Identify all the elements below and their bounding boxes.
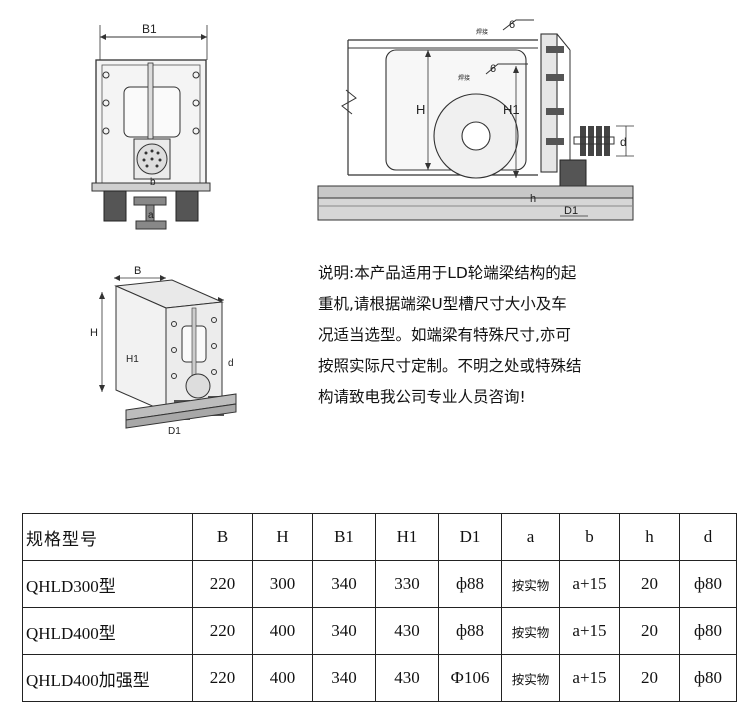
description-line: 按照实际尺寸定制。不明之处或特殊结: [318, 357, 582, 375]
cell-small-b: a+15: [559, 654, 620, 702]
side-d1-label: D1: [564, 205, 578, 217]
cell-h: 400: [252, 607, 313, 655]
table-row: QHLD400型 220 400 340 430 ф88 按实物 a+15 20…: [22, 607, 737, 655]
cell-d: ф80: [679, 560, 737, 608]
header-small-h: h: [619, 513, 680, 561]
cell-b: 220: [192, 560, 253, 608]
cell-a: 按实物: [501, 607, 560, 655]
side-view-drawing: H H1 6 焊接 6 焊接 d: [298, 10, 643, 235]
cell-h1: 430: [375, 607, 439, 655]
front-b1-label: B1: [142, 22, 157, 36]
cell-small-h: 20: [619, 560, 680, 608]
iso-d-label: d: [228, 358, 234, 369]
cell-h1: 430: [375, 654, 439, 702]
cell-small-h: 20: [619, 607, 680, 655]
spec-table: 规格型号 B H B1 H1 D1 a b h d QHLD300型 220 3…: [22, 513, 737, 702]
header-small-b: b: [559, 513, 620, 561]
side-small-h-label: h: [530, 193, 536, 205]
cell-d: ф80: [679, 607, 737, 655]
header-b1: B1: [312, 513, 376, 561]
product-description: 说明:本产品适用于LD轮端梁结构的起 重机,请根据端梁U型槽尺寸大小及车 况适当…: [318, 258, 663, 413]
header-h1: H1: [375, 513, 439, 561]
front-view-svg: B1 b a: [91, 22, 211, 230]
iso-view-svg: B B1 H H1 d D1: [90, 265, 237, 437]
description-line: 构请致电我公司专业人员咨询!: [318, 388, 526, 406]
cell-model: QHLD300型: [22, 560, 193, 608]
iso-b-label: B: [134, 265, 141, 277]
iso-h-label: H: [90, 327, 98, 339]
side-weld-note-1: 焊接: [476, 28, 488, 36]
cell-model: QHLD400型: [22, 607, 193, 655]
cell-a: 按实物: [501, 560, 560, 608]
cell-d1: ф88: [438, 560, 502, 608]
side-d-label: d: [620, 135, 627, 149]
cell-small-b: a+15: [559, 607, 620, 655]
header-d1: D1: [438, 513, 502, 561]
side-weld-mark-2: 6: [490, 63, 496, 75]
header-b: B: [192, 513, 253, 561]
header-h: H: [252, 513, 313, 561]
iso-d1-label: D1: [168, 426, 181, 437]
header-d: d: [679, 513, 737, 561]
description-line: 重机,请根据端梁U型槽尺寸大小及车: [318, 295, 567, 313]
side-weld-note-2: 焊接: [458, 74, 470, 82]
cell-h: 400: [252, 654, 313, 702]
side-view-svg: H H1 6 焊接 6 焊接 d: [317, 19, 634, 221]
cell-d1: ф88: [438, 607, 502, 655]
cell-b: 220: [192, 607, 253, 655]
description-line: 况适当选型。如端梁有特殊尺寸,亦可: [318, 326, 571, 344]
cell-b1: 340: [312, 560, 376, 608]
header-a: a: [501, 513, 560, 561]
cell-model: QHLD400加强型: [22, 654, 193, 702]
table-row: QHLD300型 220 300 340 330 ф88 按实物 a+15 20…: [22, 560, 737, 608]
front-b-label: b: [150, 177, 156, 188]
side-weld-mark-1: 6: [509, 19, 515, 31]
description-line: 说明:本产品适用于LD轮端梁结构的起: [318, 264, 577, 282]
cell-b1: 340: [312, 654, 376, 702]
cell-b: 220: [192, 654, 253, 702]
cell-a: 按实物: [501, 654, 560, 702]
iso-view-drawing: B B1 H H1 d D1: [86, 262, 246, 442]
cell-small-b: a+15: [559, 560, 620, 608]
header-model: 规格型号: [22, 513, 193, 561]
front-view-drawing: B1 b a: [82, 15, 232, 235]
cell-d1: Ф106: [438, 654, 502, 702]
iso-h1-label: H1: [126, 354, 139, 365]
table-row: QHLD400加强型 220 400 340 430 Ф106 按实物 a+15…: [22, 654, 737, 702]
side-h-label: H: [416, 102, 425, 117]
cell-h: 300: [252, 560, 313, 608]
cell-b1: 340: [312, 607, 376, 655]
side-h1-label: H1: [503, 102, 520, 117]
spec-header-row: 规格型号 B H B1 H1 D1 a b h d: [22, 513, 737, 561]
cell-small-h: 20: [619, 654, 680, 702]
cell-h1: 330: [375, 560, 439, 608]
front-a-label: a: [148, 210, 154, 221]
cell-d: ф80: [679, 654, 737, 702]
